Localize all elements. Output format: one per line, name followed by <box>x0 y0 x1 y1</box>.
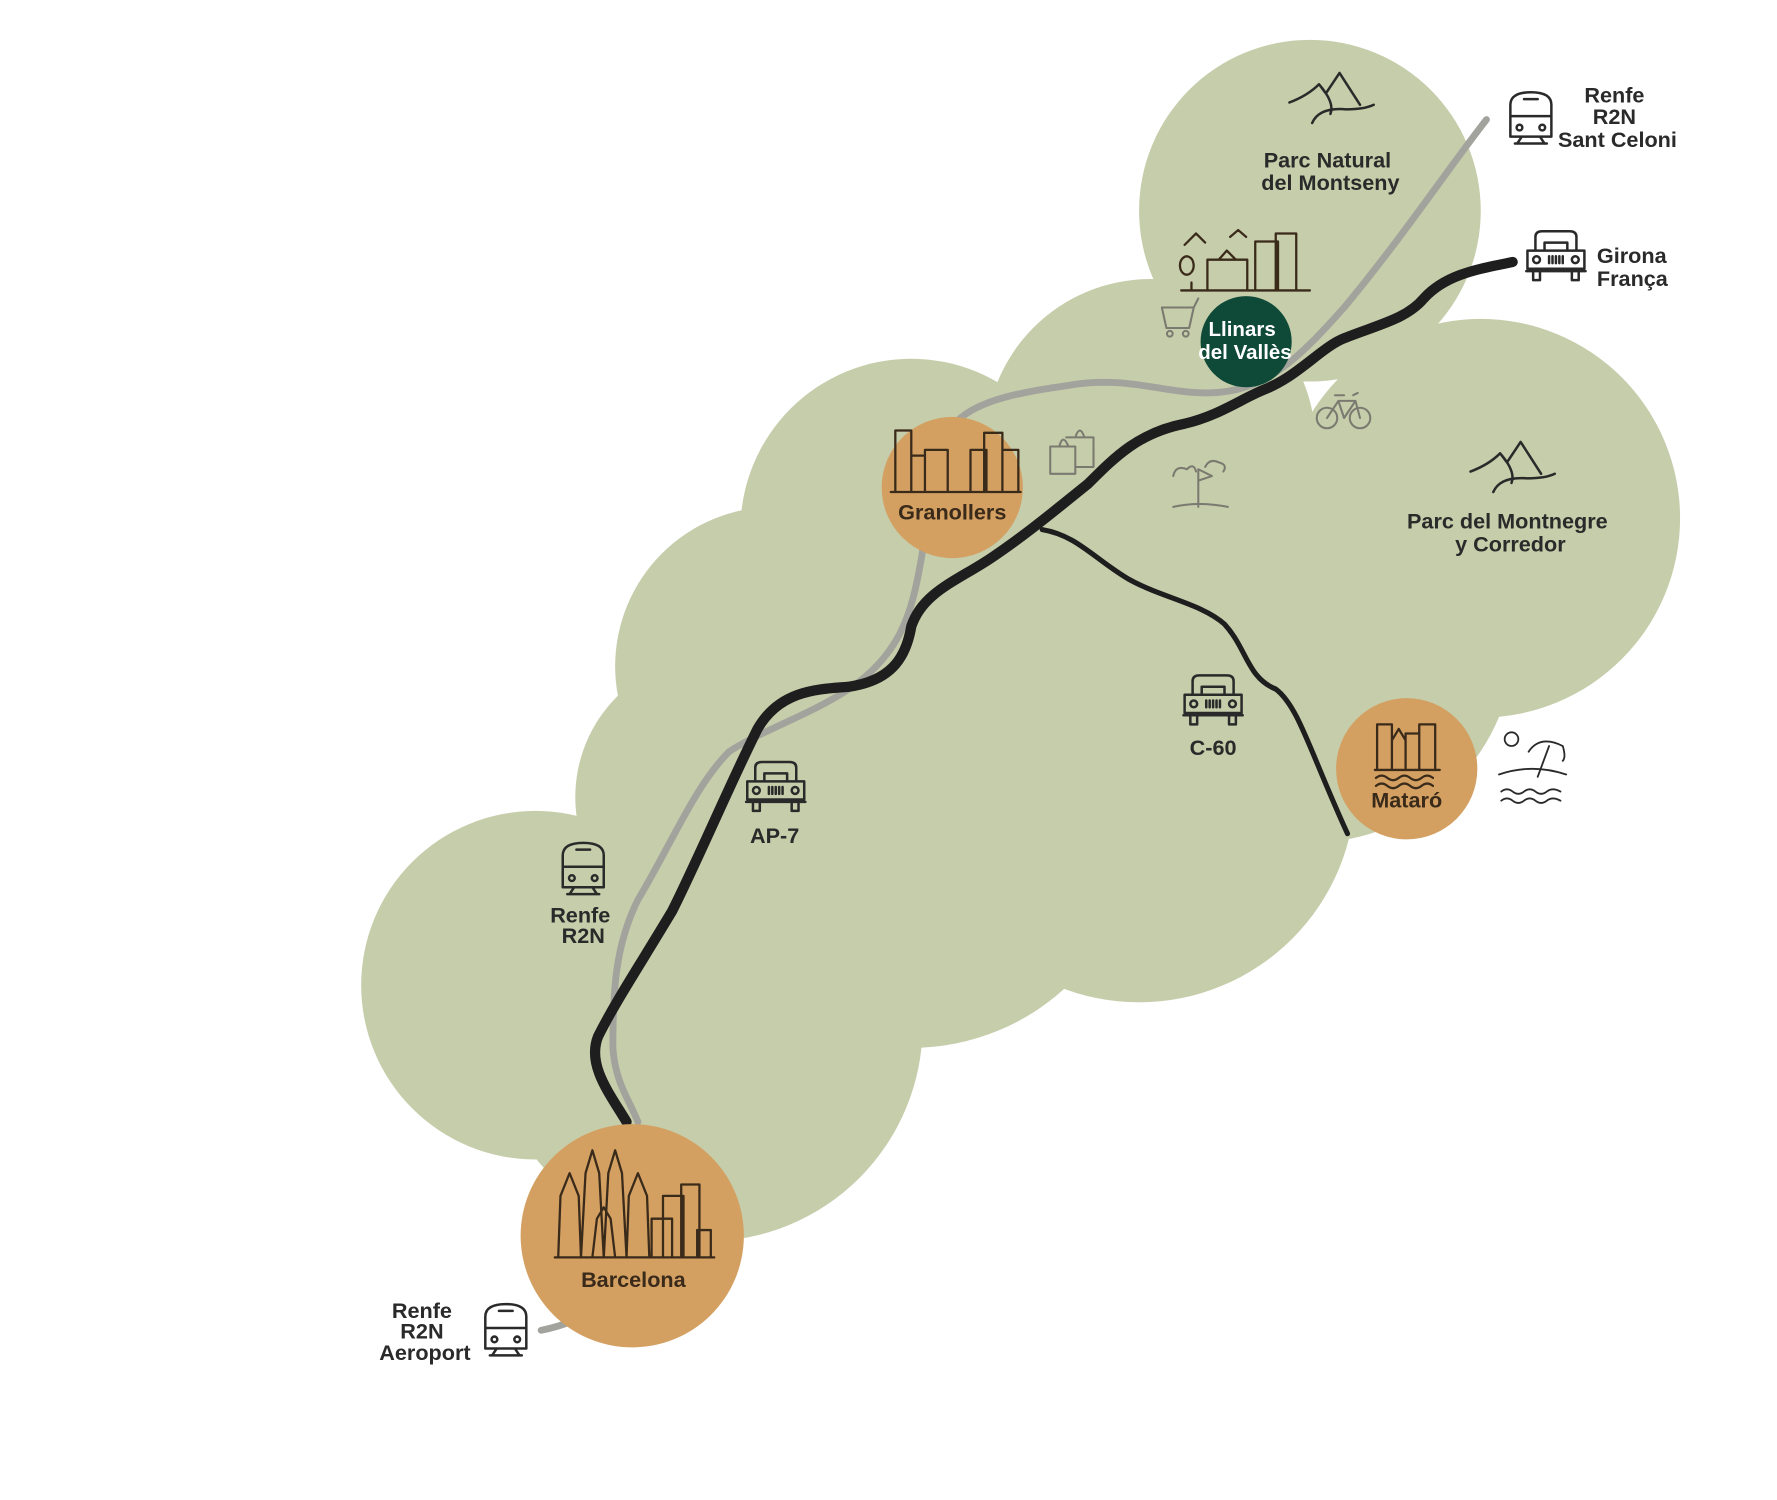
llinars-marker[interactable] <box>1200 296 1292 388</box>
train-icon <box>1509 91 1553 145</box>
montseny-label: Parc Natural del Montseny <box>1261 147 1399 195</box>
granollers-label: Granollers <box>898 499 1006 524</box>
golf-icon <box>1172 459 1229 508</box>
train-icon <box>484 1302 528 1357</box>
montnegre-label: Parc del Montnegre y Corredor <box>1407 508 1614 556</box>
bicycle-icon <box>1315 391 1372 430</box>
girona-label: Girona França <box>1597 243 1673 291</box>
sant-celoni-label: Renfe R2N Sant Celoni <box>1558 83 1677 152</box>
llinars-label: Llinars del Vallès <box>1198 318 1291 364</box>
barcelona-marker[interactable] <box>520 1124 744 1348</box>
region-area <box>361 39 1681 1242</box>
car-icon <box>1525 229 1587 282</box>
barcelona-label: Barcelona <box>581 1267 687 1292</box>
beach-icon <box>1498 731 1568 804</box>
llinars-town-icon <box>1160 228 1312 338</box>
barcelona-skyline-icon <box>553 1149 716 1259</box>
shopping-bags-icon <box>1049 429 1095 475</box>
c60-label: C-60 <box>1190 735 1237 760</box>
ap7-highway <box>589 256 1518 1127</box>
c60-highway <box>1039 527 1351 837</box>
aeroport-label: Renfe R2N Aeroport <box>379 1298 470 1365</box>
mataro-city-icon <box>1373 723 1441 790</box>
mataro-label: Mataró <box>1371 788 1442 813</box>
granollers-city-icon <box>889 429 1022 494</box>
ap7-label: AP-7 <box>750 823 799 848</box>
renfe-r2n-label: Renfe R2N <box>550 903 616 949</box>
